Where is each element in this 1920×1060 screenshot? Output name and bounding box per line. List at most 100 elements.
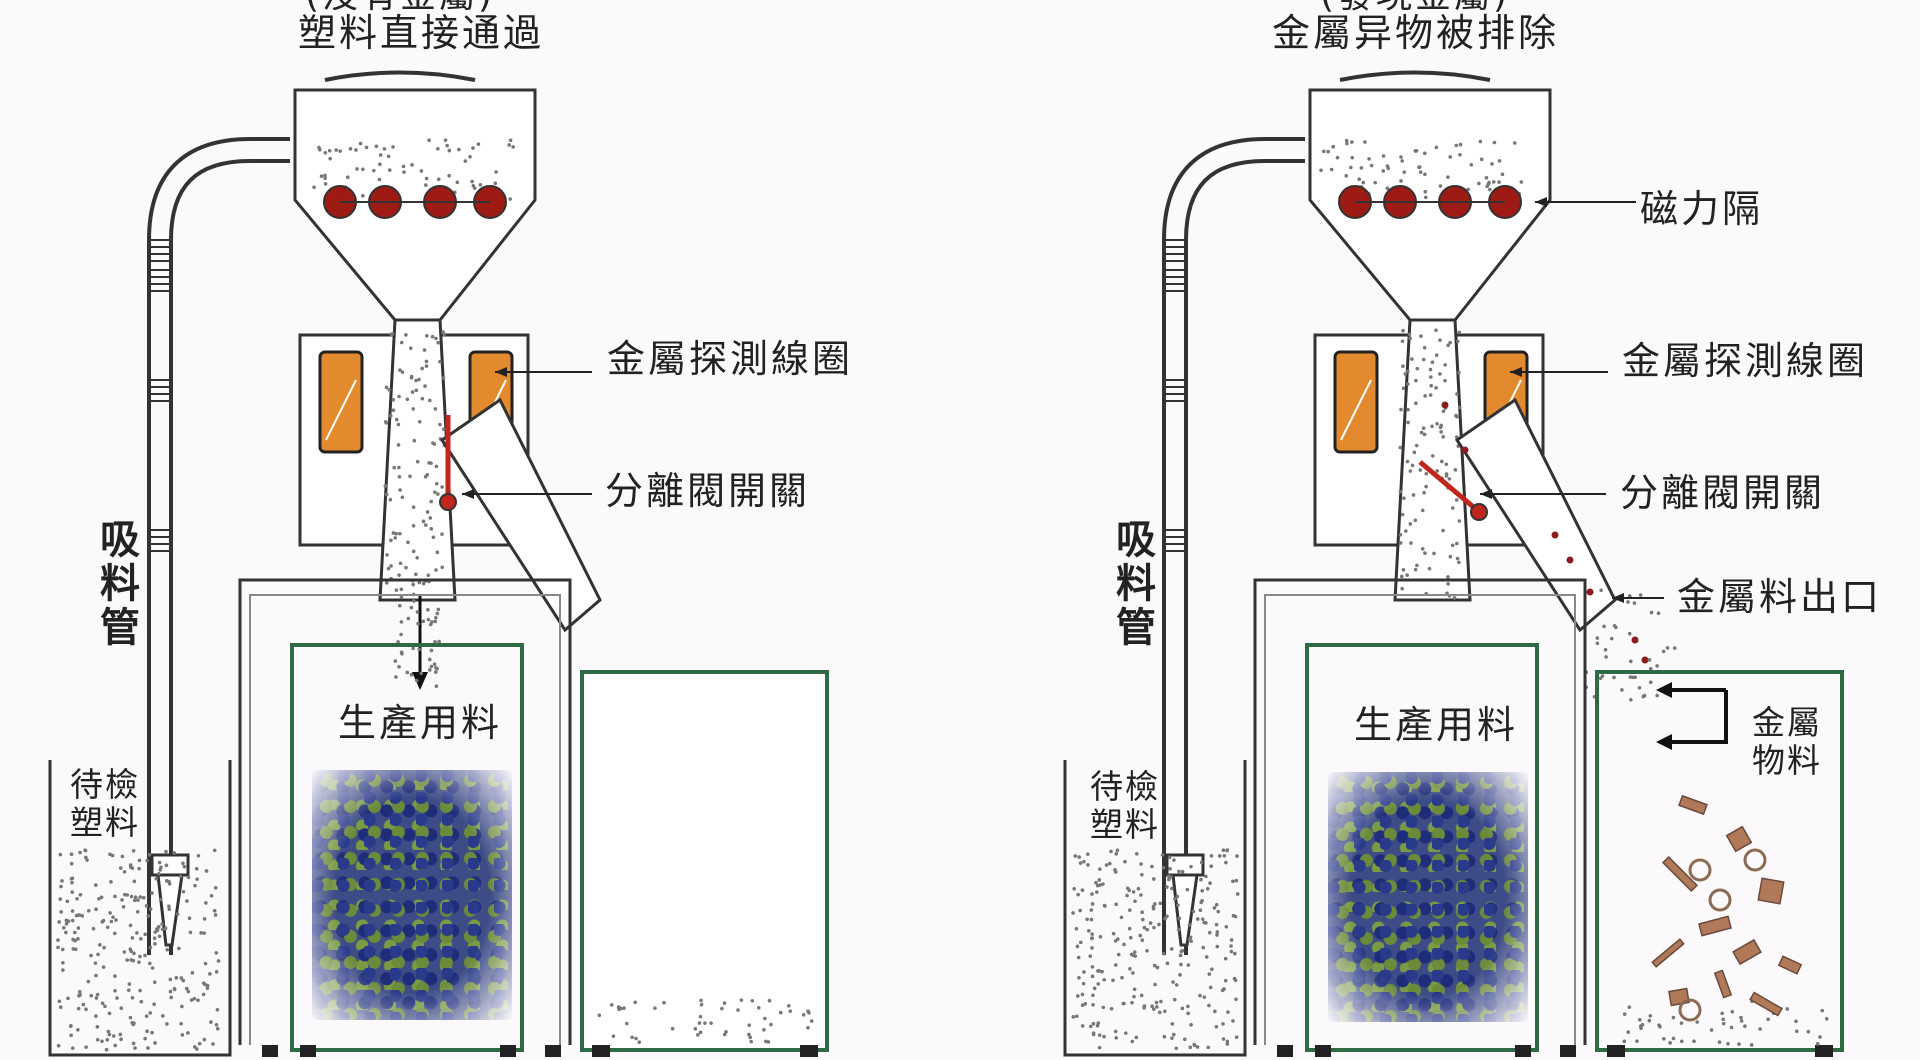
right-bin-floor-pellet bbox=[1668, 1041, 1672, 1045]
right-hopper-pellet bbox=[1492, 180, 1496, 184]
left-material-pellet bbox=[165, 1022, 169, 1026]
right-material-pellet bbox=[1129, 936, 1133, 940]
left-falling-pellet bbox=[433, 662, 437, 666]
left-material-pellet bbox=[203, 917, 207, 921]
left-material-pellet bbox=[129, 958, 133, 962]
right-hopper-pellet bbox=[1480, 158, 1484, 162]
left-falling-pellet bbox=[437, 608, 441, 612]
right-pipe-label-char: 吸 bbox=[1114, 518, 1158, 562]
left-hopper-pellet bbox=[402, 165, 406, 169]
right-material-pellet bbox=[1105, 863, 1109, 867]
left-hopper-pellet bbox=[323, 176, 327, 180]
left-tube-pellet bbox=[404, 566, 408, 570]
right-material-pellet bbox=[1232, 914, 1236, 918]
left-material-pellet bbox=[217, 959, 221, 963]
right-tube-pellet bbox=[1422, 426, 1426, 430]
right-material-pellet bbox=[1231, 1019, 1235, 1023]
right-material-pellet bbox=[1181, 1007, 1185, 1011]
left-material-pellet bbox=[103, 1004, 107, 1008]
left-material-pellet bbox=[137, 960, 141, 964]
left-suction-pipe bbox=[160, 150, 290, 955]
left-material-pellet bbox=[60, 879, 64, 883]
left-material-pellet bbox=[113, 895, 117, 899]
left-hopper-pellet bbox=[324, 182, 328, 186]
left-material-pellet bbox=[97, 897, 101, 901]
left-tube-pellet bbox=[385, 581, 389, 585]
right-hopper-pellet bbox=[1423, 172, 1427, 176]
right-material-pellet bbox=[1234, 997, 1238, 1001]
left-material-pellet bbox=[169, 996, 173, 1000]
left-falling-pellet bbox=[427, 618, 431, 622]
right-material-pellet bbox=[1132, 995, 1136, 999]
right-metal-scrap bbox=[1727, 827, 1752, 852]
right-tube-pellet bbox=[1406, 369, 1410, 373]
right-tube-pellet bbox=[1457, 331, 1461, 335]
left-material-pellet bbox=[180, 976, 184, 980]
right-bin-floor-pellet bbox=[1635, 1039, 1639, 1043]
left-tube-pellet bbox=[392, 466, 396, 470]
right-material-pellet bbox=[1102, 1035, 1106, 1039]
right-material-pellet bbox=[1222, 848, 1226, 852]
right-tube-pellet bbox=[1451, 506, 1455, 510]
left-bin-floor-pellet bbox=[625, 1022, 629, 1026]
right-bin-floor-pellet bbox=[1623, 1040, 1627, 1044]
right-tube-pellet bbox=[1405, 573, 1409, 577]
right-bin-floor-pellet bbox=[1718, 1040, 1722, 1044]
left-material-pellet bbox=[102, 919, 106, 923]
right-material-pellet bbox=[1178, 973, 1182, 977]
right-material-pellet bbox=[1152, 905, 1156, 909]
right-material-pellet bbox=[1116, 937, 1120, 941]
right-tube-pellet bbox=[1439, 430, 1443, 434]
left-falling-pellet bbox=[435, 684, 439, 688]
left-bin-floor-pellet bbox=[723, 1001, 727, 1005]
right-falling-pellet bbox=[1596, 642, 1600, 646]
right-metal-scrap bbox=[1652, 939, 1683, 967]
right-material-pellet bbox=[1207, 1004, 1211, 1008]
left-material-pellet bbox=[62, 926, 66, 930]
left-tube-pellet bbox=[395, 418, 399, 422]
left-material-pellet bbox=[177, 947, 181, 951]
right-material-pellet bbox=[1138, 934, 1142, 938]
right-material-pellet bbox=[1168, 867, 1172, 871]
left-falling-pellet bbox=[410, 673, 414, 677]
right-hopper-pellet bbox=[1446, 175, 1450, 179]
left-material-pellet bbox=[96, 1038, 100, 1042]
right-material-pellet bbox=[1131, 971, 1135, 975]
right-material-pellet bbox=[1096, 1024, 1100, 1028]
left-tube-pellet bbox=[385, 386, 389, 390]
right-material-pellet bbox=[1143, 1004, 1147, 1008]
right-material-pellet bbox=[1150, 1004, 1154, 1008]
right-material-pellet bbox=[1079, 941, 1083, 945]
left-material-pellet bbox=[71, 909, 75, 913]
right-falling-pellet bbox=[1604, 648, 1608, 652]
right-bin-floor-pellet bbox=[1737, 1042, 1741, 1046]
left-material-pellet bbox=[158, 868, 162, 872]
left-tube-pellet bbox=[424, 475, 428, 479]
left-bin-floor-pellet bbox=[787, 1004, 791, 1008]
right-metal-bin-label-line: 金屬 bbox=[1752, 704, 1822, 742]
right-material-pellet bbox=[1131, 953, 1135, 957]
left-hopper-pellet bbox=[470, 180, 474, 184]
left-hopper-pellet bbox=[355, 167, 359, 171]
right-metal-particle bbox=[1632, 637, 1639, 644]
right-material-pellet bbox=[1128, 967, 1132, 971]
left-material-pellet bbox=[96, 1025, 100, 1029]
left-material-pellet bbox=[146, 1046, 150, 1050]
left-material-pellet bbox=[179, 1022, 183, 1026]
left-hopper-label-line: 待檢 bbox=[70, 766, 140, 804]
right-material-pellet bbox=[1133, 900, 1137, 904]
right-bin-floor-pellet bbox=[1680, 1039, 1684, 1043]
right-material-pellet bbox=[1159, 901, 1163, 905]
left-material-pellet bbox=[151, 966, 155, 970]
right-material-pellet bbox=[1198, 994, 1202, 998]
right-tube-pellet bbox=[1414, 518, 1418, 522]
left-material-pellet bbox=[145, 859, 149, 863]
right-tube-pellet bbox=[1400, 587, 1404, 591]
right-material-pellet bbox=[1173, 998, 1177, 1002]
right-bin-floor-pellet bbox=[1730, 1026, 1734, 1030]
left-material-pellet bbox=[136, 898, 140, 902]
right-falling-pellet bbox=[1612, 676, 1616, 680]
left-tube-pellet bbox=[438, 423, 442, 427]
left-material-pellet bbox=[132, 952, 136, 956]
right-tube-pellet bbox=[1412, 493, 1416, 497]
